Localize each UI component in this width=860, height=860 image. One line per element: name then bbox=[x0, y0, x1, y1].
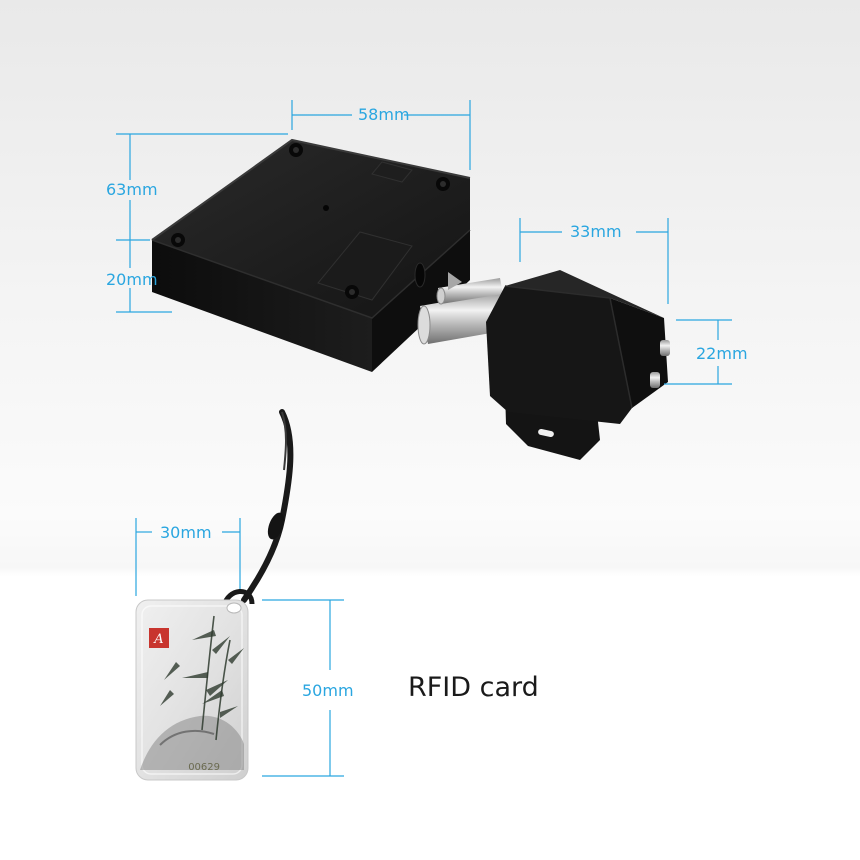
strike-block bbox=[486, 270, 670, 460]
dim-lock-depth: 63mm bbox=[106, 180, 158, 199]
lock-bolt bbox=[417, 272, 508, 345]
dim-card-width: 30mm bbox=[160, 523, 212, 542]
screw-hole-icon bbox=[289, 143, 303, 157]
dim-card-height: 50mm bbox=[302, 681, 354, 700]
card-serial: 00629 bbox=[188, 762, 220, 773]
screw-hole-icon bbox=[436, 177, 450, 191]
logo-stamp-icon bbox=[149, 628, 169, 648]
dim-lock-height: 20mm bbox=[106, 270, 158, 289]
dimension-lines bbox=[116, 100, 732, 777]
dim-bolt-length: 33mm bbox=[570, 222, 622, 241]
card-logo: A bbox=[153, 632, 163, 647]
rfid-card: A 00629 bbox=[135, 409, 294, 781]
dim-lock-width: 58mm bbox=[358, 105, 410, 124]
lock-body bbox=[151, 138, 471, 372]
screw-hole-icon bbox=[345, 285, 359, 299]
card-caption: RFID card bbox=[408, 672, 539, 703]
screw-hole-icon bbox=[171, 233, 185, 247]
dim-bolt-height: 22mm bbox=[696, 344, 748, 363]
